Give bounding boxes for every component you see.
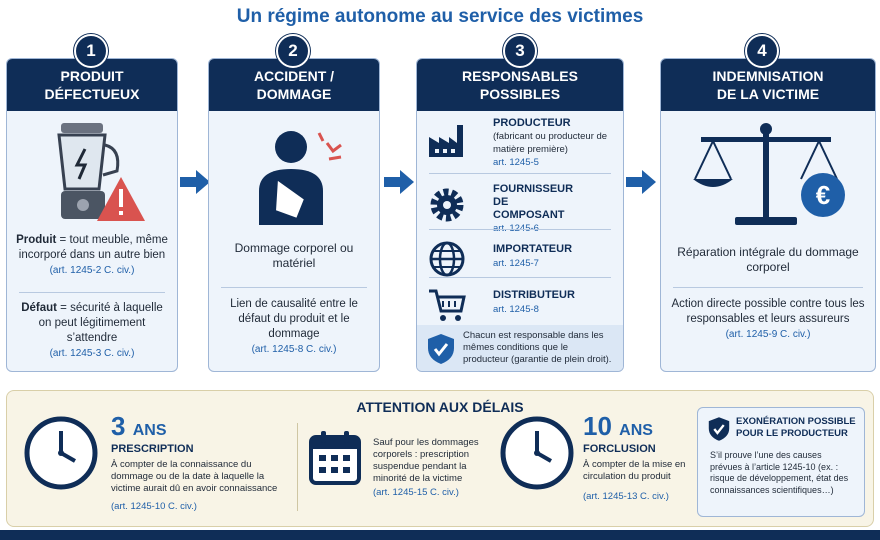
divider	[429, 277, 611, 278]
dommage-text: Dommage corporel ou matériel	[234, 241, 354, 270]
delais-title: ATTENTION AUX DÉLAIS	[356, 399, 524, 415]
page-title: Un régime autonome au service des victim…	[236, 6, 644, 27]
exoneration-box: EXONÉRATION POSSIBLE POUR LE PRODUCTEUR …	[697, 407, 865, 517]
cart-icon	[429, 289, 466, 321]
clock-icon	[500, 416, 574, 490]
step-card-indemnisation: INDEMNISATION DE LA VICTIME € Réparation…	[660, 58, 876, 372]
exoneration-text: S’il prouve l’une des causes prévues à l…	[710, 450, 849, 495]
defaut-definition: Défaut = sécurité à laquelle on peut lég…	[21, 302, 163, 359]
footer-bar	[0, 530, 880, 540]
divider	[221, 287, 367, 288]
step-2-number: 2	[276, 34, 310, 68]
divider	[673, 287, 863, 288]
shield-check-icon	[428, 334, 454, 364]
responsable-distributeur: DISTRIBUTEUR art. 1245-8	[423, 281, 617, 331]
prescription-duration: 3 ANS	[111, 411, 167, 441]
blender-icon	[57, 123, 145, 221]
divider	[19, 292, 165, 293]
forclusion-label: FORCLUSION	[583, 443, 656, 455]
minorite-text: Sauf pour les dommages corporels : presc…	[373, 437, 479, 484]
causalite-text: Lien de causalité entre le défaut du pro…	[230, 298, 358, 355]
responsable-importateur: IMPORTATEUR art. 1245-7	[423, 235, 617, 285]
minorite-ref: (art. 1245-15 C. civ.)	[373, 487, 459, 498]
divider	[297, 423, 298, 511]
step-1-number: 1	[74, 34, 108, 68]
forclusion-ref: (art. 1245-13 C. civ.)	[583, 491, 669, 502]
gear-icon	[430, 188, 464, 222]
step-4-number: 4	[745, 34, 779, 68]
produit-definition: Produit = tout meuble, même incorporé da…	[16, 234, 168, 276]
divider	[429, 229, 611, 230]
clock-icon	[24, 416, 98, 490]
shield-check-icon	[708, 417, 730, 441]
action-directe-text: Action directe possible contre tous les …	[671, 298, 865, 340]
responsabilite-note: Chacun est responsable dans les mêmes co…	[417, 325, 623, 371]
globe-icon	[429, 241, 465, 277]
exoneration-title: EXONÉRATION POSSIBLE POUR LE PRODUCTEUR	[736, 416, 856, 439]
divider	[429, 173, 611, 174]
delais-panel: ATTENTION AUX DÉLAIS 3 ANS PRESCRIPTION …	[6, 390, 874, 527]
forclusion-text: À compter de la mise en circulation du p…	[583, 459, 686, 482]
factory-icon	[429, 125, 463, 157]
responsable-producteur: PRODUCTEUR (fabricant ou producteur de m…	[423, 115, 617, 168]
responsable-fournisseur: FOURNISSEUR DE COMPOSANT art. 1245-6	[423, 181, 617, 234]
step-card-header: RESPONSABLES POSSIBLES	[417, 59, 623, 111]
prescription-ref: (art. 1245-10 C. civ.)	[111, 501, 197, 512]
calendar-icon	[309, 431, 361, 485]
injured-person-icon	[259, 131, 342, 225]
step-card-header: INDEMNISATION DE LA VICTIME	[661, 59, 875, 111]
step-3-number: 3	[503, 34, 537, 68]
step-card-responsables: RESPONSABLES POSSIBLES PRODUCTEUR (fabri…	[416, 58, 624, 372]
step-card-produit: PRODUIT DÉFECTUEUX Produit = tout meuble…	[6, 58, 178, 372]
forclusion-duration: 10 ANS	[583, 411, 653, 441]
scales-of-justice-icon: €	[693, 123, 845, 225]
prescription-text: À compter de la connaissance du dommage …	[111, 459, 278, 494]
prescription-label: PRESCRIPTION	[111, 443, 194, 455]
step-card-accident: ACCIDENT / DOMMAGE Dommage corporel ou m…	[208, 58, 380, 372]
reparation-text: Réparation intégrale du dommage corporel	[677, 245, 859, 274]
svg-text:€: €	[816, 180, 830, 210]
